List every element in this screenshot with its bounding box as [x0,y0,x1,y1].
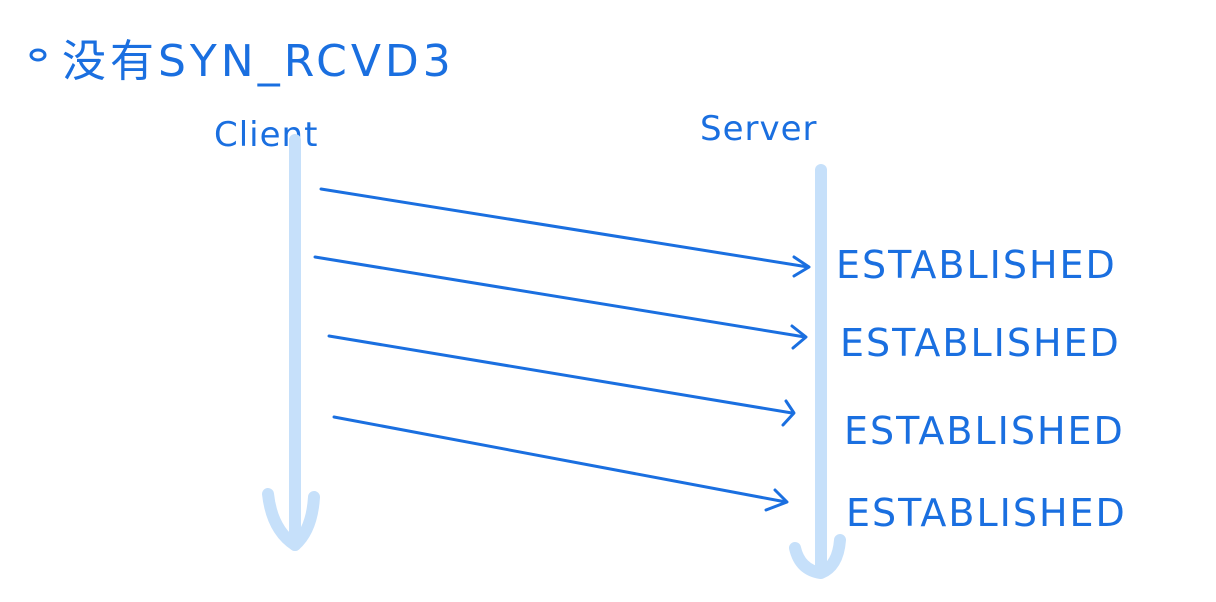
client-label: Client [214,115,318,155]
message-1-arrowhead [792,255,811,278]
message-3-arrowhead [781,399,796,427]
client-lifeline-arrowhead [262,488,320,551]
server-label: Server [700,109,818,149]
message-3-state: ESTABLISHED [844,409,1125,453]
message-2 [313,255,808,350]
message-4-arrowhead [764,488,789,512]
message-3 [327,334,796,427]
message-3-line [327,334,794,415]
message-2-line [313,255,807,339]
diagram-title: 没有SYN_RCVD3 [62,36,455,87]
message-1-state: ESTABLISHED [836,243,1117,287]
message-4-line [332,415,788,504]
message-2-state: ESTABLISHED [840,321,1121,365]
server-lifeline-arrowhead [789,534,846,579]
message-1-line [319,187,810,269]
message-1 [319,187,811,278]
message-2-arrowhead [790,324,808,350]
message-4 [332,415,789,512]
title-bullet [29,48,47,62]
message-4-state: ESTABLISHED [846,491,1127,535]
